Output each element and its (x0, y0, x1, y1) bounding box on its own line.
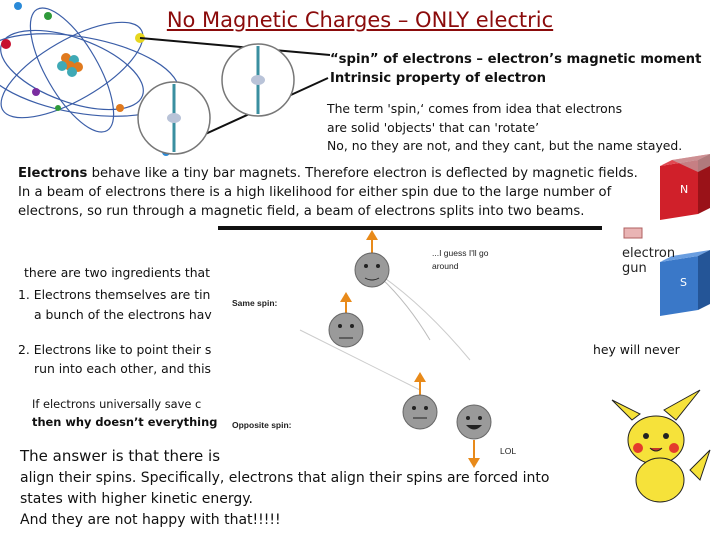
lol-label: LOL (500, 446, 517, 456)
spin-diagram (137, 37, 331, 155)
divider-line (218, 226, 602, 230)
answer-line-4: And they are not happy with that!!!!! (20, 512, 281, 528)
answer-line-1: The answer is that there is (20, 447, 221, 465)
bar-magnet-line-3: electrons, so run through a magnetic fie… (18, 204, 585, 219)
universal-question-line-1: If electrons universally save c (32, 397, 202, 411)
ingredient-2-tail: hey will never (593, 342, 680, 357)
spin-term-note: The term 'spin,‘ comes from idea that el… (327, 100, 682, 156)
opposite-spin-label: Opposite spin: (232, 420, 292, 430)
ingredient-2-line-2: run into each other, and this (34, 361, 211, 376)
thought-text: ...I guess I'll go (432, 248, 489, 258)
pikachu-illustration (611, 389, 711, 503)
answer-line-3: states with higher kinetic energy. (20, 491, 253, 507)
magnet-south-label: S (680, 276, 687, 289)
atom-electrons (1, 2, 170, 156)
universal-question-line-2: then why doesn’t everything (32, 415, 218, 429)
electron-gun-line-1: electron (622, 246, 676, 261)
spin-note-line-1: The term 'spin,‘ comes from idea that el… (327, 101, 623, 116)
page-title: No Magnetic Charges – ONLY electric (166, 8, 554, 32)
atom-nucleus (57, 53, 83, 77)
electron-gun-label: electron gun (622, 246, 675, 276)
ingredient-1-line-2: a bunch of the electrons hav (34, 307, 212, 322)
ingredient-1-line-1: 1. Electrons themselves are tin (18, 287, 211, 302)
magnet-illustration (623, 154, 710, 316)
electron-gun-line-2: gun (622, 261, 647, 276)
moment-line-2: Intrinsic property of electron (330, 71, 547, 86)
ingredients-intro: there are two ingredients that (24, 265, 211, 280)
bar-magnet-lead: Electrons (18, 166, 88, 181)
bar-magnet-line-1-rest: behave like a tiny bar magnets. Therefor… (87, 166, 638, 181)
moment-line-1: “spin” of electrons – electron’s magneti… (330, 52, 702, 67)
magnet-north-label: N (680, 183, 689, 196)
thought-text-2: around (432, 261, 459, 271)
spin-cartoon (299, 230, 492, 468)
spin-note-line-2: are solid 'objects' that can 'rotate’ (327, 119, 540, 135)
same-spin-label: Same spin: (232, 298, 278, 308)
spin-note-line-3: No, no they are not, and they cant, but … (327, 138, 683, 153)
answer-line-2: align their spins. Specifically, electro… (20, 470, 550, 486)
bar-magnet-line-2: In a beam of electrons there is a high l… (18, 185, 612, 200)
ingredient-2-line-1: 2. Electrons like to point their s (18, 342, 212, 357)
bar-magnet-paragraph: Electrons behave like a tiny bar magnets… (18, 164, 638, 221)
bar-magnet-line-1: Electrons behave like a tiny bar magnets… (18, 164, 638, 183)
magnetic-moment-heading: “spin” of electrons – electron’s magneti… (330, 50, 701, 88)
